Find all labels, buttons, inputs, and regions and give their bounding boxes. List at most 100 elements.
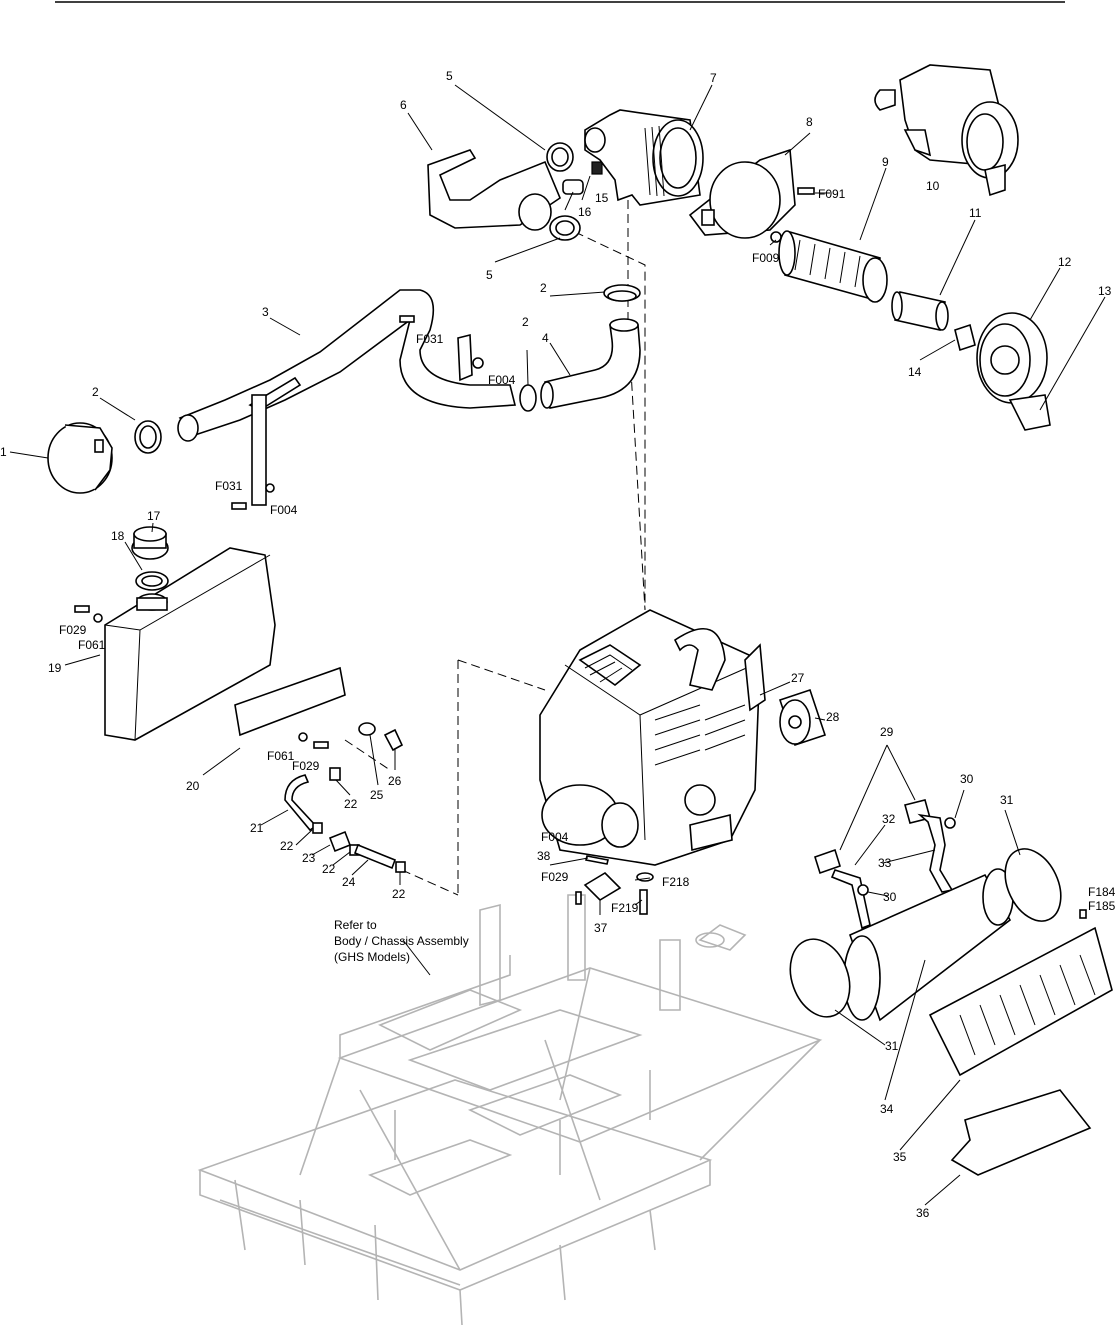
fastener-f219 bbox=[639, 889, 648, 915]
part-32-exhaust-pipe bbox=[830, 869, 871, 930]
label-part-24: 24 bbox=[342, 875, 356, 889]
label-part-25: 25 bbox=[370, 788, 384, 802]
label-part-18: 18 bbox=[111, 529, 125, 543]
fastener-f029-b bbox=[313, 741, 329, 749]
part-30-nut-a bbox=[944, 817, 956, 829]
fastener-f061-b bbox=[298, 732, 308, 742]
label-part-22-b: 22 bbox=[280, 839, 294, 853]
part-26-fitting bbox=[383, 728, 404, 752]
label-f029-c: F029 bbox=[541, 870, 569, 884]
label-part-36: 36 bbox=[916, 1206, 930, 1220]
fastener-f031-a bbox=[399, 315, 415, 323]
label-part-17: 17 bbox=[147, 509, 161, 523]
part-4-elbow-hose bbox=[540, 318, 641, 409]
label-part-21: 21 bbox=[250, 821, 264, 835]
part-16-restriction-indicator bbox=[562, 179, 584, 195]
label-f029-a: F029 bbox=[59, 623, 87, 637]
label-part-27: 27 bbox=[791, 671, 805, 685]
label-part-7: 7 bbox=[710, 71, 717, 85]
part-5-clamp-bottom bbox=[549, 215, 581, 241]
label-part-6: 6 bbox=[400, 98, 407, 112]
label-part-13: 13 bbox=[1098, 284, 1112, 298]
part-29-gasket-left bbox=[814, 848, 841, 875]
note-line-1: Refer to bbox=[334, 918, 377, 932]
label-f004-b: F004 bbox=[270, 503, 298, 517]
label-part-9: 9 bbox=[882, 155, 889, 169]
label-part-23: 23 bbox=[302, 851, 316, 865]
label-part-3: 3 bbox=[262, 305, 269, 319]
tube-bracket bbox=[457, 333, 473, 382]
label-f004-a: F004 bbox=[488, 373, 516, 387]
label-part-5-top: 5 bbox=[446, 69, 453, 83]
fastener-f061-a bbox=[93, 613, 103, 623]
label-part-1: 1 bbox=[0, 445, 7, 459]
label-f061-b: F061 bbox=[267, 749, 295, 763]
part-33-exhaust-pipe bbox=[917, 813, 954, 893]
fastener-f184 bbox=[1079, 909, 1087, 919]
label-part-35: 35 bbox=[893, 1150, 907, 1164]
part-30-nut-b bbox=[857, 884, 869, 896]
part-14-valve bbox=[954, 323, 976, 352]
part-17-fuel-cap bbox=[131, 526, 169, 560]
label-part-29: 29 bbox=[880, 725, 894, 739]
fastener-f029-a bbox=[74, 605, 90, 613]
part-37-mount-bracket bbox=[583, 871, 622, 902]
part-22-clamp-d bbox=[395, 861, 406, 873]
label-part-2-left: 2 bbox=[92, 385, 99, 399]
part-2-hose-clamp-top bbox=[603, 284, 641, 302]
part-2-hose-clamp-mid bbox=[519, 384, 537, 412]
part-21-fuel-line bbox=[284, 774, 318, 832]
part-15-adapter bbox=[591, 161, 603, 175]
part-11-safety-filter bbox=[891, 291, 949, 331]
part-3-intake-tube bbox=[177, 289, 517, 506]
part-18-gasket bbox=[135, 571, 169, 591]
note-line-2: Body / Chassis Assembly bbox=[334, 934, 469, 948]
part-22-clamp-b bbox=[312, 822, 323, 834]
part-6-intake-duct bbox=[427, 149, 561, 231]
part-25-grommet bbox=[358, 722, 376, 736]
part-12-cover bbox=[976, 312, 1051, 431]
part-20-tank-bracket bbox=[234, 666, 346, 737]
label-part-14: 14 bbox=[908, 365, 922, 379]
part-7-air-cleaner-body bbox=[584, 109, 704, 206]
part-22-clamp-a bbox=[329, 767, 341, 781]
label-part-31-a: 31 bbox=[1000, 793, 1014, 807]
label-f031-b: F031 bbox=[215, 479, 243, 493]
chassis-frame bbox=[197, 894, 823, 1326]
fastener-f029-c bbox=[575, 891, 582, 905]
label-part-12: 12 bbox=[1058, 255, 1072, 269]
label-part-22-a: 22 bbox=[344, 797, 358, 811]
part-8-mounting-band bbox=[688, 148, 796, 239]
label-f009: F009 bbox=[752, 251, 780, 265]
fastener-f004-bracket bbox=[472, 357, 484, 369]
label-part-8: 8 bbox=[806, 115, 813, 129]
part-1-intake-cap bbox=[47, 422, 113, 494]
label-part-32: 32 bbox=[882, 812, 896, 826]
label-part-31-b: 31 bbox=[885, 1039, 899, 1053]
label-part-2-top: 2 bbox=[540, 281, 547, 295]
label-part-37: 37 bbox=[594, 921, 608, 935]
label-part-2-mid: 2 bbox=[522, 315, 529, 329]
part-number-labels: 1 2 3 2 2 4 5 5 6 7 8 9 10 11 12 13 14 1… bbox=[0, 69, 1116, 1220]
label-part-26: 26 bbox=[388, 774, 402, 788]
label-part-22-d: 22 bbox=[392, 887, 406, 901]
part-24-fuel-hose bbox=[353, 843, 397, 870]
label-f185: F185 bbox=[1088, 899, 1116, 913]
label-part-33: 33 bbox=[878, 856, 892, 870]
fastener-f009 bbox=[770, 231, 782, 243]
fastener-f091 bbox=[797, 187, 815, 195]
part-36-shield-plate bbox=[950, 1089, 1092, 1176]
part-31-clamp-right bbox=[1004, 848, 1062, 922]
label-part-19: 19 bbox=[48, 661, 62, 675]
label-part-20: 20 bbox=[186, 779, 200, 793]
label-part-15: 15 bbox=[595, 191, 609, 205]
leader-lines bbox=[9, 84, 1106, 1206]
part-27-engine bbox=[539, 609, 766, 866]
label-part-30-b: 30 bbox=[883, 890, 897, 904]
note-line-3: (GHS Models) bbox=[334, 950, 410, 964]
fastener-f004-b bbox=[265, 483, 275, 493]
part-28-oil-filter bbox=[778, 688, 827, 747]
part-31-clamp-left bbox=[789, 938, 851, 1018]
label-part-5-bottom: 5 bbox=[486, 268, 493, 282]
